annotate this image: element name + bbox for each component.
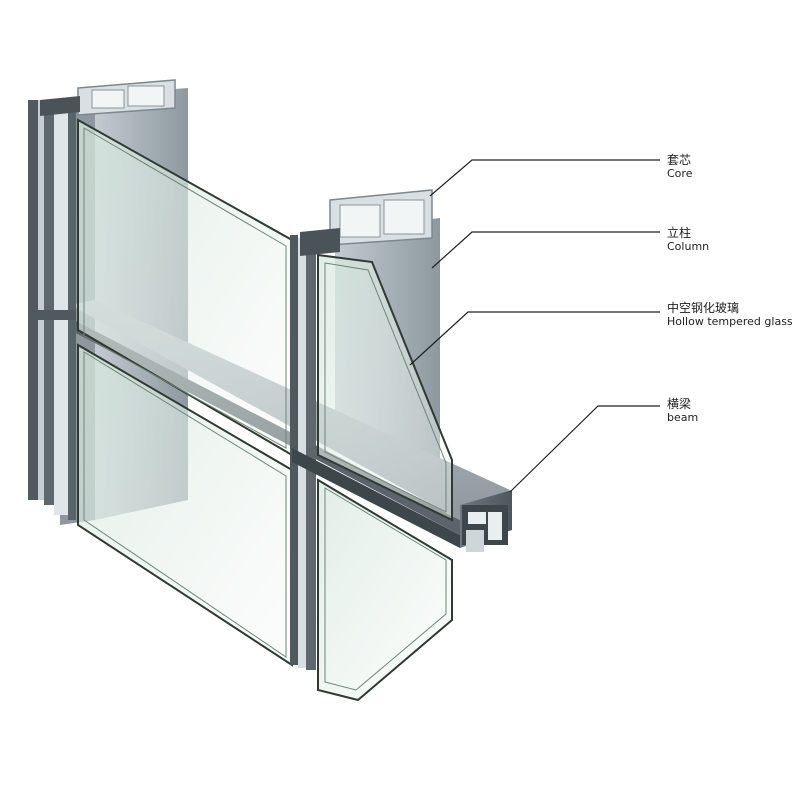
glass-pane-lower-right: [317, 478, 453, 702]
leader-column: [431, 231, 660, 269]
front-mullion-left: [28, 100, 76, 520]
label-column: 立柱 Column: [667, 226, 710, 253]
label-beam: 横梁 beam: [667, 397, 699, 424]
label-core: 套芯 Core: [667, 153, 693, 180]
label-column-zh: 立柱: [667, 226, 692, 240]
core-insert: [300, 189, 433, 256]
label-glass-en: Hollow tempered glass: [667, 314, 793, 328]
leader-core: [429, 159, 660, 197]
label-core-en: Core: [667, 166, 693, 180]
label-glass-zh: 中空钢化玻璃: [667, 301, 740, 315]
front-mullion-center: [290, 235, 460, 670]
label-beam-en: beam: [667, 410, 699, 424]
leader-lines: [409, 159, 660, 493]
leader-glass: [409, 311, 660, 366]
label-core-zh: 套芯: [667, 153, 692, 167]
core-insert-left: [40, 79, 176, 116]
leader-beam: [509, 405, 660, 493]
glass-pane-upper-right: [317, 253, 453, 522]
label-column-en: Column: [667, 239, 710, 253]
label-glass: 中空钢化玻璃 Hollow tempered glass: [667, 301, 793, 328]
label-beam-zh: 横梁: [667, 397, 692, 411]
